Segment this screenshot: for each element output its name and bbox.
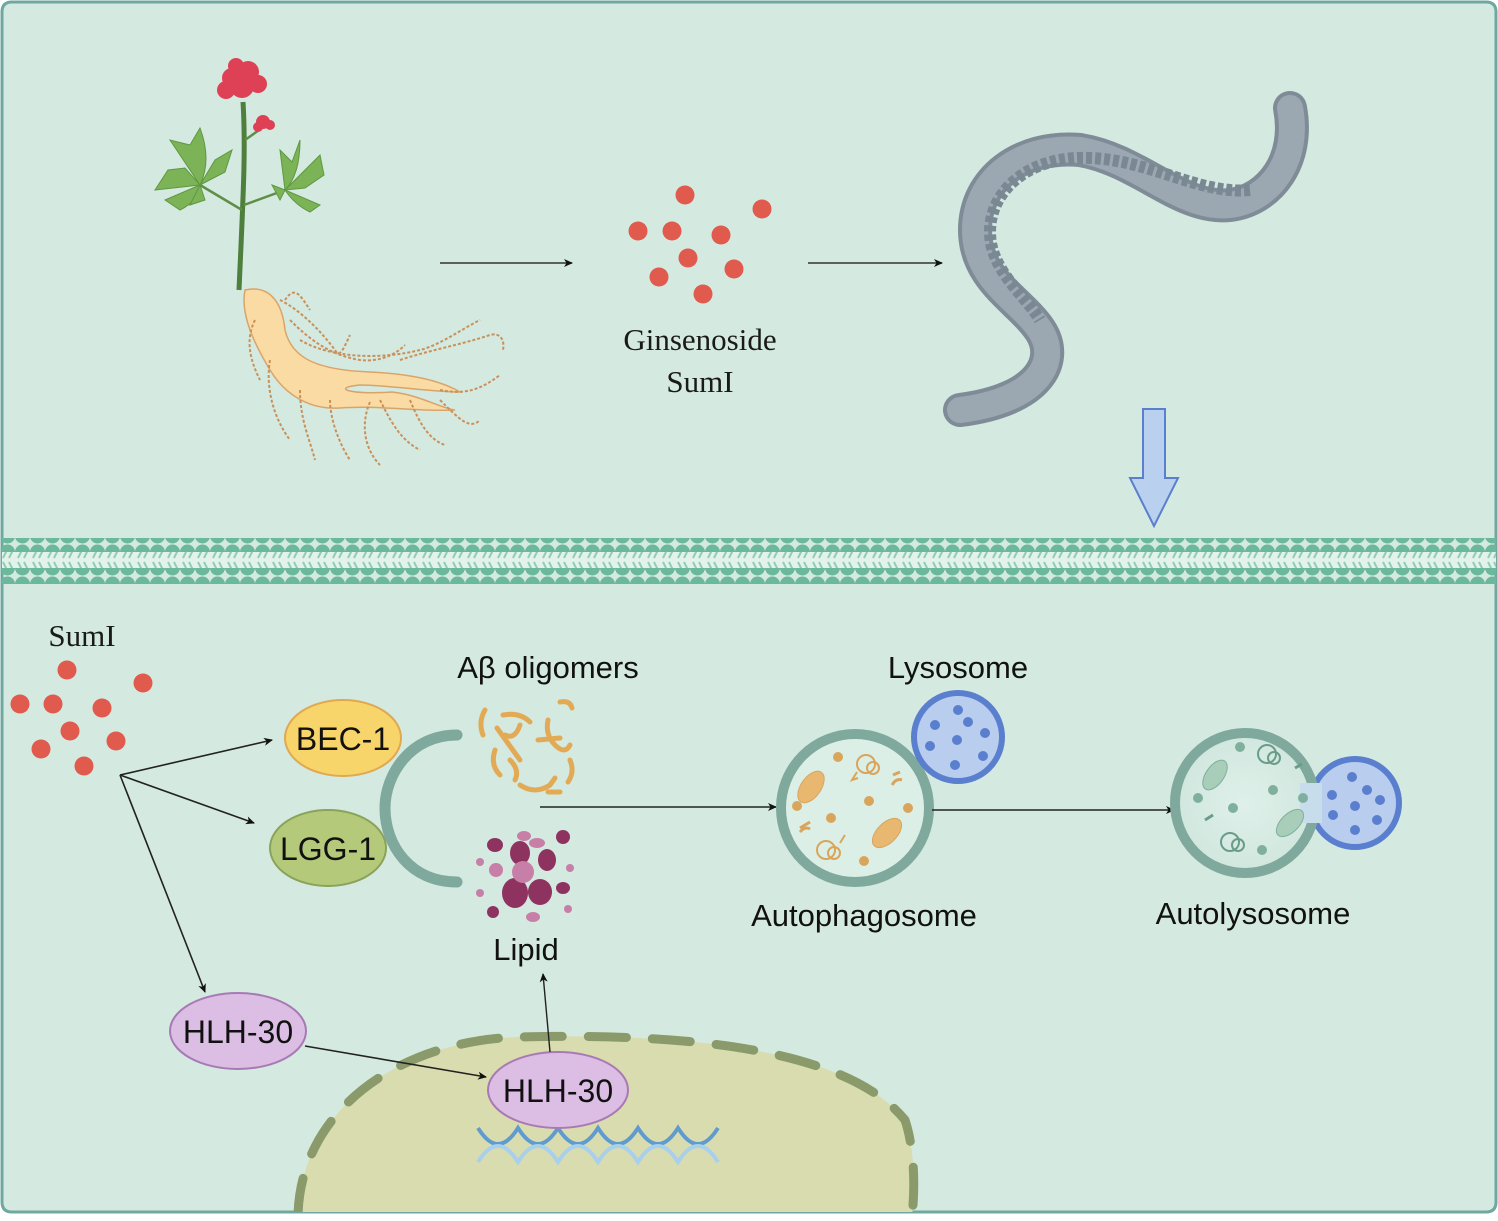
- nucleus: [293, 1031, 919, 1212]
- molecule-dot: [678, 248, 698, 268]
- hlh30-nucleus-node: HLH-30: [487, 1051, 629, 1129]
- molecule-dot: [74, 756, 94, 776]
- molecule-dot: [31, 739, 51, 759]
- molecule-dot: [43, 694, 63, 714]
- lgg1-node: LGG-1: [269, 809, 387, 887]
- molecule-dot: [752, 199, 772, 219]
- down-arrow-icon: [1128, 408, 1180, 529]
- sumi-label: SumI: [48, 618, 115, 653]
- autolysosome-label: Autolysosome: [1156, 896, 1351, 931]
- ginseng-plant-icon: [154, 58, 505, 466]
- molecule-dot: [662, 221, 682, 241]
- arrow-sumi-to-lgg1: [119, 774, 255, 825]
- phagophore: [379, 729, 463, 888]
- abeta-label: Aβ oligomers: [457, 650, 639, 685]
- molecule-dot: [57, 660, 77, 680]
- molecule-dot: [711, 225, 731, 245]
- dna-helix-icon: [476, 1124, 720, 1166]
- lysosome-icon: [911, 690, 1005, 784]
- autolysosome-icon: [1170, 728, 1402, 878]
- arrow-sumi-to-bec1: [119, 737, 273, 776]
- sumi-molecules: [10, 660, 153, 776]
- molecule-dot: [106, 731, 126, 751]
- molecule-dot: [92, 698, 112, 718]
- molecule-dot: [10, 694, 30, 714]
- molecule-dot: [628, 221, 648, 241]
- molecule-dot: [60, 721, 80, 741]
- hlh30-cytoplasm-label: HLH-30: [183, 1014, 293, 1050]
- bec1-label: BEC-1: [296, 721, 390, 757]
- lipid-droplets-icon: [476, 830, 574, 922]
- molecule-dot: [675, 185, 695, 205]
- ginsenoside-label-line2: SumI: [666, 364, 733, 399]
- lgg1-label: LGG-1: [280, 831, 376, 867]
- c-elegans-worm-icon: [943, 91, 1309, 427]
- hlh30-cytoplasm-node: HLH-30: [169, 992, 307, 1070]
- abeta-oligomers-icon: [478, 699, 575, 795]
- hlh30-nucleus-label: HLH-30: [503, 1073, 613, 1109]
- lysosome-label: Lysosome: [888, 650, 1028, 685]
- cell-membrane: [2, 538, 1496, 584]
- autophagosome-icon: [776, 729, 934, 887]
- molecule-dot: [649, 267, 669, 287]
- bec1-node: BEC-1: [284, 699, 402, 777]
- arrow-hlh30-to-lipid: [539, 973, 551, 1053]
- arrow-hlh30-to-nucleus: [304, 1045, 487, 1080]
- arrow-sumi-to-hlh30: [119, 774, 206, 993]
- molecule-dot: [724, 259, 744, 279]
- autophagosome-label: Autophagosome: [751, 898, 977, 933]
- molecule-dot: [693, 284, 713, 304]
- ginsenoside-molecules: [628, 185, 772, 304]
- lipid-label: Lipid: [493, 932, 559, 967]
- molecule-dot: [133, 673, 153, 693]
- ginsenoside-label-line1: Ginsenoside: [623, 322, 776, 357]
